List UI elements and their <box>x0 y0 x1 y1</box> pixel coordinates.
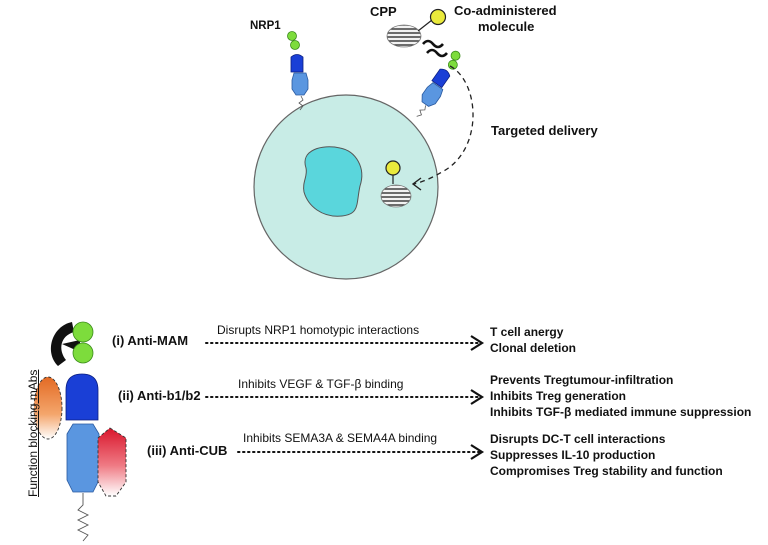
coadministered-label-line1: Co-administered <box>454 3 557 18</box>
anti-mam-label: (i) Anti-MAM <box>112 333 189 348</box>
effect-text: Disrupts DC-T cell interactions <box>490 432 666 446</box>
anti-mam-antibody <box>50 322 74 366</box>
co-administered-molecule-ball <box>429 8 447 26</box>
targeted-delivery-arrow <box>413 65 474 185</box>
arrow-icon <box>470 444 485 460</box>
function-blocking-mabs-label: Function blocking mAbs <box>26 369 40 497</box>
nrp1-receptor-right <box>416 50 461 117</box>
nucleus <box>303 146 363 217</box>
nrp1-receptor-left <box>287 31 309 111</box>
anti-cub-antibody <box>97 427 127 497</box>
anti-b1b2-antibody <box>33 376 63 440</box>
arrow-icon <box>470 389 485 405</box>
squiggle-icon <box>422 39 444 49</box>
nrp1-label: NRP1 <box>250 20 281 32</box>
effect-text: Inhibits Treg generation <box>490 389 627 403</box>
anti-mam-mechanism: Disrupts NRP1 homotypic interactions <box>217 323 420 337</box>
squiggle-icon <box>426 48 448 58</box>
cpp-label: CPP <box>370 4 397 19</box>
coadministered-label-line2: molecule <box>478 19 535 34</box>
targeted-delivery-label: Targeted delivery <box>491 123 598 138</box>
effect-text: Suppresses IL-10 production <box>490 448 656 462</box>
effect-text: Clonal deletion <box>490 341 577 355</box>
nrp1-domain-diagram <box>33 321 127 542</box>
effect-text: Prevents Tregtumour-infiltration <box>490 373 674 387</box>
hatched-sphere-icon <box>386 24 422 48</box>
hatched-sphere-icon <box>380 184 412 208</box>
anti-cub-label: (iii) Anti-CUB <box>147 443 228 458</box>
arrow-icon <box>470 335 485 351</box>
arrow-icon <box>411 177 422 191</box>
effect-text: Compromises Treg stability and function <box>490 464 723 478</box>
anti-cub-mechanism: Inhibits SEMA3A & SEMA4A binding <box>243 431 438 445</box>
anti-b1b2-label: (ii) Anti-b1/b2 <box>118 388 201 403</box>
anti-b1b2-mechanism: Inhibits VEGF & TGF-β binding <box>238 377 404 391</box>
effect-text: Inhibits TGF-β mediated immune suppressi… <box>490 405 752 419</box>
effect-text: T cell anergy <box>490 325 564 339</box>
